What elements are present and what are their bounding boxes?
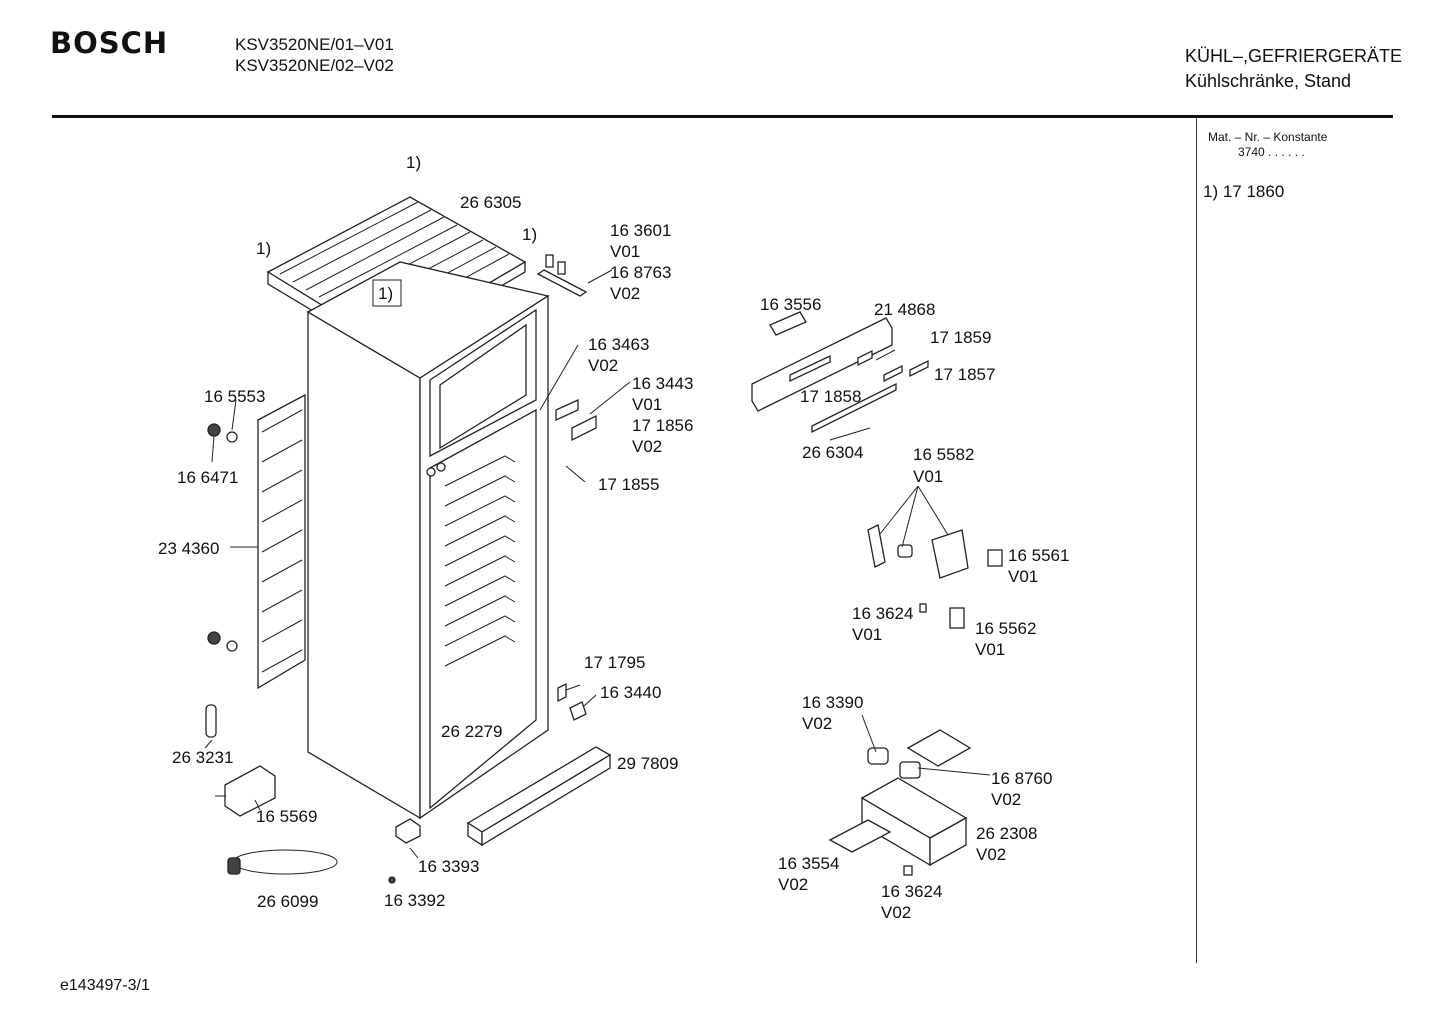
exploded-parts-diagram: 1) 26 6305 1) 1) 1) 16 3601 V01 16 8763 … [158,153,1069,922]
part-label: 26 6305 [460,193,521,212]
part-label: 1) [378,284,393,303]
note-callout-box [372,279,402,307]
condenser-coil [257,393,306,690]
part-label: 16 3624 [881,882,942,901]
part-label: 17 1858 [800,387,861,406]
compressor-electrics [828,729,972,876]
thermostat-parts [867,524,1003,629]
part-label: 16 5553 [204,387,265,406]
part-label: V01 [975,640,1005,659]
part-label: 26 3231 [172,748,233,767]
part-label: V02 [881,903,911,922]
part-label: 16 5561 [1008,546,1069,565]
mounting-screw-icon [207,423,238,652]
part-label: 16 3601 [610,221,671,240]
model-list: KSV3520NE/01–V01 KSV3520NE/02–V02 [235,34,394,76]
foot-bracket-icon [388,818,421,884]
part-label: 1) [256,239,271,258]
mat-value-row: 3740 . . . . . . [1208,145,1327,160]
part-label: 23 4360 [158,539,219,558]
part-label: 1) [406,153,421,172]
part-label: V02 [778,875,808,894]
part-label: 29 7809 [617,754,678,773]
part-label: 17 1855 [598,475,659,494]
part-label: 1) [522,225,537,244]
category-heading: KÜHL–,GEFRIERGERÄTE Kühlschränke, Stand [1185,44,1402,94]
part-labels: 1) 26 6305 1) 1) 1) 16 3601 V01 16 8763 … [158,153,1069,922]
part-label: 16 3440 [600,683,661,702]
part-label: 16 3393 [418,857,479,876]
part-label: 17 1856 [632,416,693,435]
part-label: 17 1795 [584,653,645,672]
material-constant: Mat. – Nr. – Konstante 3740 . . . . . . [1208,130,1327,160]
model-line-1: KSV3520NE/01–V01 [235,35,394,54]
part-label: V01 [610,242,640,261]
power-cord-icon [227,849,338,875]
brand-logo: BOSCH [50,26,169,60]
part-label: V01 [913,467,943,486]
document-id: e143497-3/1 [60,977,150,994]
part-label: 26 2308 [976,824,1037,843]
part-label: 26 2279 [441,722,502,741]
relay-icon [215,765,276,817]
part-label: 17 1857 [934,365,995,384]
part-label: 16 8763 [610,263,671,282]
part-label: 16 3556 [760,295,821,314]
part-label: 16 3390 [802,693,863,712]
mat-heading: Mat. – Nr. – Konstante [1208,130,1328,144]
part-label: V02 [610,284,640,303]
category-line-1: KÜHL–,GEFRIERGERÄTE [1184,46,1402,66]
part-label: 16 3443 [632,374,693,393]
part-label: 16 3392 [384,891,445,910]
part-label: 16 6471 [177,468,238,487]
mat-value: 3740 [1238,145,1265,159]
side-divider [1196,118,1197,963]
part-label: 26 6304 [802,443,863,462]
plinth-icon [466,746,612,847]
part-label: V02 [976,845,1006,864]
hinge-hole-icon [426,467,436,477]
part-label: V02 [632,437,662,456]
part-label: 16 3554 [778,854,839,873]
capacitor-icon [205,704,217,738]
part-label: V02 [991,790,1021,809]
part-label: 16 5569 [256,807,317,826]
part-label: 26 6099 [257,892,318,911]
part-label: 17 1859 [930,328,991,347]
part-label: 16 5582 [913,445,974,464]
footnote: 1) 17 1860 [1203,182,1285,201]
hinge-bracket-icon [536,254,597,721]
mat-dots: . . . . . . [1268,145,1305,159]
part-label: 21 4868 [874,300,935,319]
part-label: 16 8760 [991,769,1052,788]
part-label: 16 3624 [852,604,913,623]
category-line-2: Kühlschränke, Stand [1184,71,1352,91]
part-label: 16 5562 [975,619,1036,638]
model-line-2: KSV3520NE/02–V02 [235,56,394,75]
hinge-hole-icon [436,462,446,472]
part-label: V02 [802,714,832,733]
header-divider [52,115,1393,118]
cabinet-body [306,261,550,820]
part-label: 16 3463 [588,335,649,354]
part-label: V01 [852,625,882,644]
part-label: V01 [632,395,662,414]
part-label: V01 [1008,567,1038,586]
control-panel [751,311,929,434]
part-label: V02 [588,356,618,375]
fridge-shelves [444,455,516,667]
leader-lines [204,269,991,859]
